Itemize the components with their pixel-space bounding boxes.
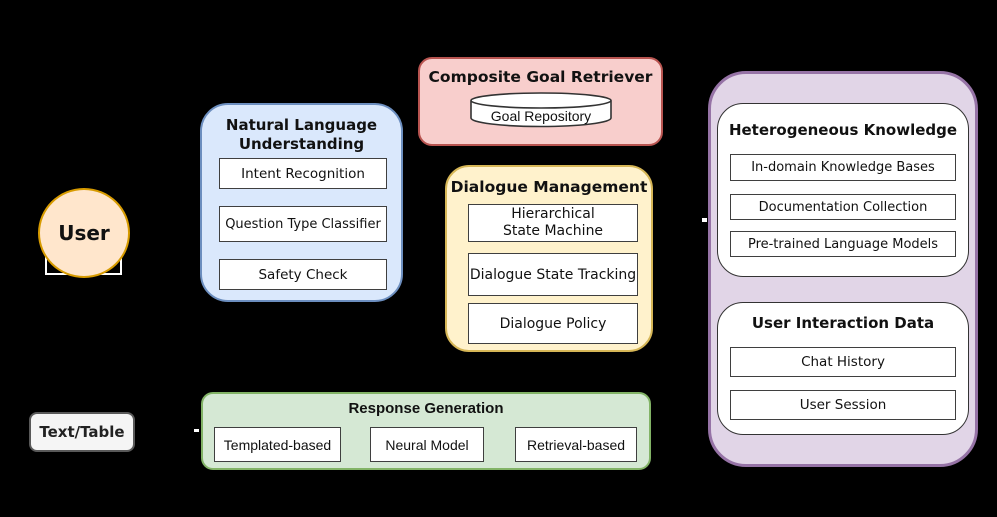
dialogue-management-box: Dialogue Management Hierarchical State M… — [445, 165, 653, 352]
heterogeneous-knowledge-title: Heterogeneous Knowledge — [728, 121, 958, 139]
heterogeneous-knowledge-box: Heterogeneous Knowledge In-domain Knowle… — [717, 103, 969, 277]
uid-item-user-session: User Session — [730, 390, 956, 420]
composite-goal-retriever-title: Composite Goal Retriever — [428, 68, 653, 86]
rg-item-retrieval-based: Retrieval-based — [515, 427, 637, 462]
knowledge-panel: Heterogeneous Knowledge In-domain Knowle… — [708, 71, 978, 467]
nlu-item-safety-check: Safety Check — [219, 259, 387, 290]
user-interaction-data-title: User Interaction Data — [751, 314, 935, 332]
response-generation-title: Response Generation — [348, 400, 504, 417]
rg-item-templated-based: Templated-based — [214, 427, 341, 462]
response-generation-box: Response Generation Templated-based Neur… — [201, 392, 651, 470]
nlu-item-intent-recognition: Intent Recognition — [219, 158, 387, 189]
user-interaction-data-box: User Interaction Data Chat History User … — [717, 302, 969, 435]
arrowhead-fragment-left — [194, 429, 199, 432]
hk-item-documentation-collection: Documentation Collection — [730, 194, 956, 220]
database-cylinder-icon — [470, 92, 612, 128]
nlu-title: Natural Language Understanding — [225, 116, 378, 153]
goal-repository-label: Goal Repository — [490, 108, 592, 124]
uid-item-chat-history: Chat History — [730, 347, 956, 377]
hk-item-in-domain-knowledge-bases: In-domain Knowledge Bases — [730, 154, 956, 181]
arrowhead-fragment-right — [702, 218, 707, 222]
dm-item-hierarchical-state-machine: Hierarchical State Machine — [468, 204, 638, 242]
user-label: User — [58, 221, 110, 245]
rg-item-neural-model: Neural Model — [370, 427, 484, 462]
text-table-box: Text/Table — [29, 412, 135, 452]
text-table-label: Text/Table — [39, 423, 125, 441]
composite-goal-retriever-box: Composite Goal Retriever Goal Repository — [418, 57, 663, 146]
nlu-box: Natural Language Understanding Intent Re… — [200, 103, 403, 302]
dm-item-dialogue-state-tracking: Dialogue State Tracking — [468, 253, 638, 296]
dm-item-dialogue-policy: Dialogue Policy — [468, 303, 638, 344]
nlu-item-question-type-classifier: Question Type Classifier — [219, 206, 387, 242]
user-node: User — [38, 188, 130, 278]
dialogue-management-title: Dialogue Management — [450, 178, 648, 196]
hk-item-pretrained-language-models: Pre-trained Language Models — [730, 231, 956, 257]
